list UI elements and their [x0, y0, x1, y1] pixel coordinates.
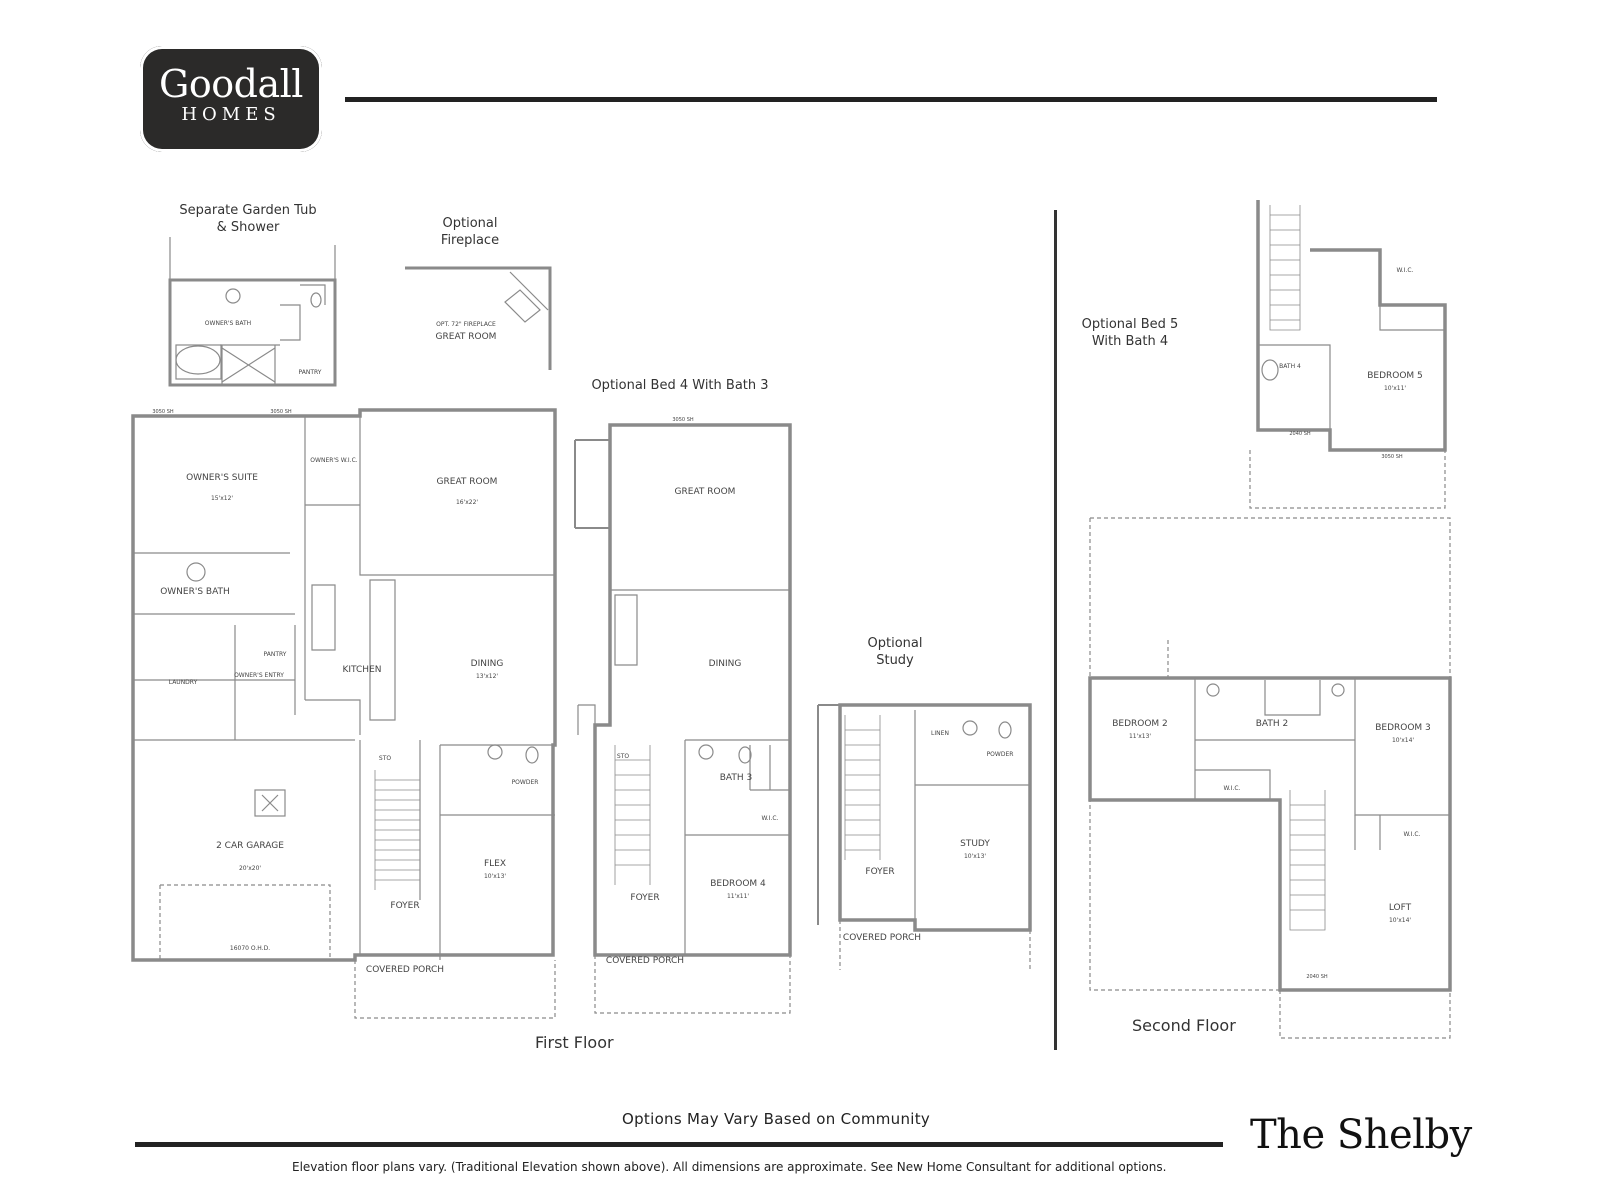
first-floor-label: First Floor [535, 1033, 614, 1052]
garden-tub-line2: & Shower [216, 220, 280, 235]
room-great-room-dim: 16'x22' [456, 499, 478, 506]
room-sto: STO [379, 755, 391, 762]
room-bedroom3: BEDROOM 3 [1375, 723, 1431, 733]
window-label: 3050 SH [152, 409, 173, 415]
room-bedroom5: BEDROOM 5 [1367, 371, 1423, 381]
bed4-label: Optional Bed 4 With Bath 3 [591, 378, 769, 393]
room-wic-bed3: W.I.C. [1404, 831, 1421, 838]
fireplace-line1: Optional [442, 216, 498, 231]
room-great-room-bed4: GREAT ROOM [675, 487, 736, 497]
room-pantry-inset: PANTRY [299, 369, 322, 376]
room-owners-bath-inset: OWNER'S BATH [205, 320, 251, 327]
room-laundry: LAUNDRY [169, 679, 198, 686]
goodall-homes-logo: Goodall HOMES [140, 46, 322, 152]
room-owners-suite-dim: 15'x12' [211, 495, 233, 502]
room-covered-porch-bed4: COVERED PORCH [606, 956, 684, 966]
bed5-line2: With Bath 4 [1091, 334, 1169, 349]
opt-fireplace-label: OPT. 72" FIREPLACE [436, 321, 496, 328]
room-bedroom4: BEDROOM 4 [710, 879, 766, 889]
bed5-line1: Optional Bed 5 [1081, 317, 1179, 332]
room-owners-suite: OWNER'S SUITE [186, 473, 258, 483]
room-powder: POWDER [512, 779, 539, 786]
room-owners-bath: OWNER'S BATH [160, 587, 230, 597]
disclaimer: Elevation floor plans vary. (Traditional… [292, 1160, 1167, 1174]
room-powder-study: POWDER [987, 751, 1014, 758]
footer-rule [135, 1142, 1223, 1147]
room-sto-bed4: STO [617, 753, 629, 760]
room-foyer-bed4: FOYER [630, 893, 659, 903]
window-label: 3050 SH [1381, 454, 1402, 460]
window-label: 3050 SH [270, 409, 291, 415]
room-study: STUDY [960, 839, 990, 849]
logo-brand: Goodall [159, 62, 303, 106]
room-great-room-inset: GREAT ROOM [436, 332, 497, 342]
room-pantry: PANTRY [264, 651, 287, 658]
room-bath4: BATH 4 [1279, 363, 1301, 370]
bed5-label: Optional Bed 5 With Bath 4 [1070, 316, 1190, 350]
garage-door-label: 16070 O.H.D. [230, 945, 270, 952]
room-loft-dim: 10'x14' [1389, 917, 1411, 924]
fireplace-label: Optional Fireplace [425, 215, 515, 249]
room-bath2: BATH 2 [1256, 719, 1288, 729]
room-wic-bed5: W.I.C. [1397, 267, 1414, 274]
room-wic-bed4: W.I.C. [762, 815, 779, 822]
garden-tub-line1: Separate Garden Tub [179, 203, 317, 218]
room-flex-dim: 10'x13' [484, 873, 506, 880]
room-garage: 2 CAR GARAGE [216, 841, 284, 851]
room-dining-bed4: DINING [709, 659, 742, 669]
room-loft: LOFT [1389, 903, 1412, 913]
room-bedroom3-dim: 10'x14' [1392, 737, 1414, 744]
room-foyer-study: FOYER [865, 867, 894, 877]
room-dining-dim: 13'x12' [476, 673, 498, 680]
room-study-dim: 10'x13' [964, 853, 986, 860]
room-bath3: BATH 3 [720, 773, 752, 783]
room-linen-study: LINEN [931, 730, 949, 737]
study-line2: Study [876, 653, 914, 668]
fireplace-line2: Fireplace [440, 233, 500, 248]
garden-tub-label: Separate Garden Tub & Shower [166, 202, 330, 236]
room-bedroom4-dim: 11'x11' [727, 893, 749, 900]
plan-name: The Shelby [1250, 1112, 1472, 1158]
room-covered-porch-study: COVERED PORCH [843, 933, 921, 943]
room-covered-porch: COVERED PORCH [366, 965, 444, 975]
room-bedroom2-dim: 11'x13' [1129, 733, 1151, 740]
room-kitchen: KITCHEN [343, 665, 382, 675]
study-line1: Optional [867, 636, 923, 651]
room-bedroom2: BEDROOM 2 [1112, 719, 1168, 729]
window-label: 2040 SH [1289, 431, 1310, 437]
options-note: Options May Vary Based on Community [622, 1110, 931, 1128]
window-label: 3050 SH [672, 417, 693, 423]
window-label: 2040 SH [1306, 974, 1327, 980]
second-floor-label: Second Floor [1132, 1016, 1236, 1035]
room-wic-second: W.I.C. [1224, 785, 1241, 792]
room-garage-dim: 20'x20' [239, 865, 261, 872]
room-flex: FLEX [484, 859, 506, 869]
room-great-room: GREAT ROOM [437, 477, 498, 487]
header-rule [345, 97, 1437, 102]
room-owners-wic: OWNER'S W.I.C. [310, 457, 357, 464]
room-bedroom5-dim: 10'x11' [1384, 385, 1406, 392]
room-dining: DINING [471, 659, 504, 669]
room-owners-entry: OWNER'S ENTRY [234, 672, 284, 679]
room-foyer: FOYER [390, 901, 419, 911]
study-label: Optional Study [860, 635, 930, 669]
logo-sub: HOMES [181, 104, 281, 125]
